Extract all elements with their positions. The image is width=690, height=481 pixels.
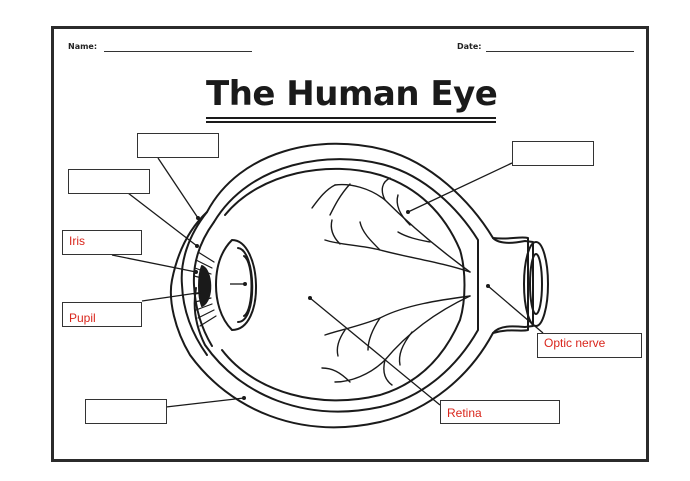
pupil [198,265,212,307]
label-box-ciliary[interactable] [68,169,150,194]
optic-nerve-label: Optic nerve [544,336,606,350]
iris-label: Iris [69,234,85,248]
cornea [180,211,208,356]
label-box-choroid[interactable] [512,141,594,166]
label-box-sclera[interactable] [85,399,167,424]
pointer-pupil [141,291,205,302]
pointer-iris [111,254,197,273]
worksheet-frame [51,26,649,462]
title-underline-2 [206,121,496,123]
pointer-sclera [165,397,245,408]
title-underline-1 [206,117,496,119]
pointer-cornea [157,157,199,219]
pointer-optic-nerve [487,285,544,334]
label-box-retina[interactable]: Retina [440,400,560,424]
retina-outline [221,167,466,402]
label-box-iris[interactable]: Iris [62,230,142,255]
retina-label: Retina [447,406,482,420]
optic-nerve-end [523,241,549,327]
date-field-line[interactable] [486,51,634,52]
date-label: Date: [457,42,482,51]
pointer-retina [309,297,441,406]
pointer-choroid [407,162,513,213]
name-label: Name: [68,42,98,51]
blood-vessels [311,177,471,386]
label-box-optic-nerve[interactable]: Optic nerve [537,333,642,358]
pupil-label: Pupil [69,311,96,325]
optic-nerve-outline [492,236,529,334]
label-box-cornea[interactable] [137,133,219,158]
name-field-line[interactable] [104,51,252,52]
lens [215,239,257,331]
label-box-pupil[interactable]: Pupil [62,302,142,327]
pointer-lines [111,157,544,408]
pointer-ciliary [127,192,198,247]
choroid-outline [193,158,479,413]
page-title: The Human Eye [206,74,498,114]
